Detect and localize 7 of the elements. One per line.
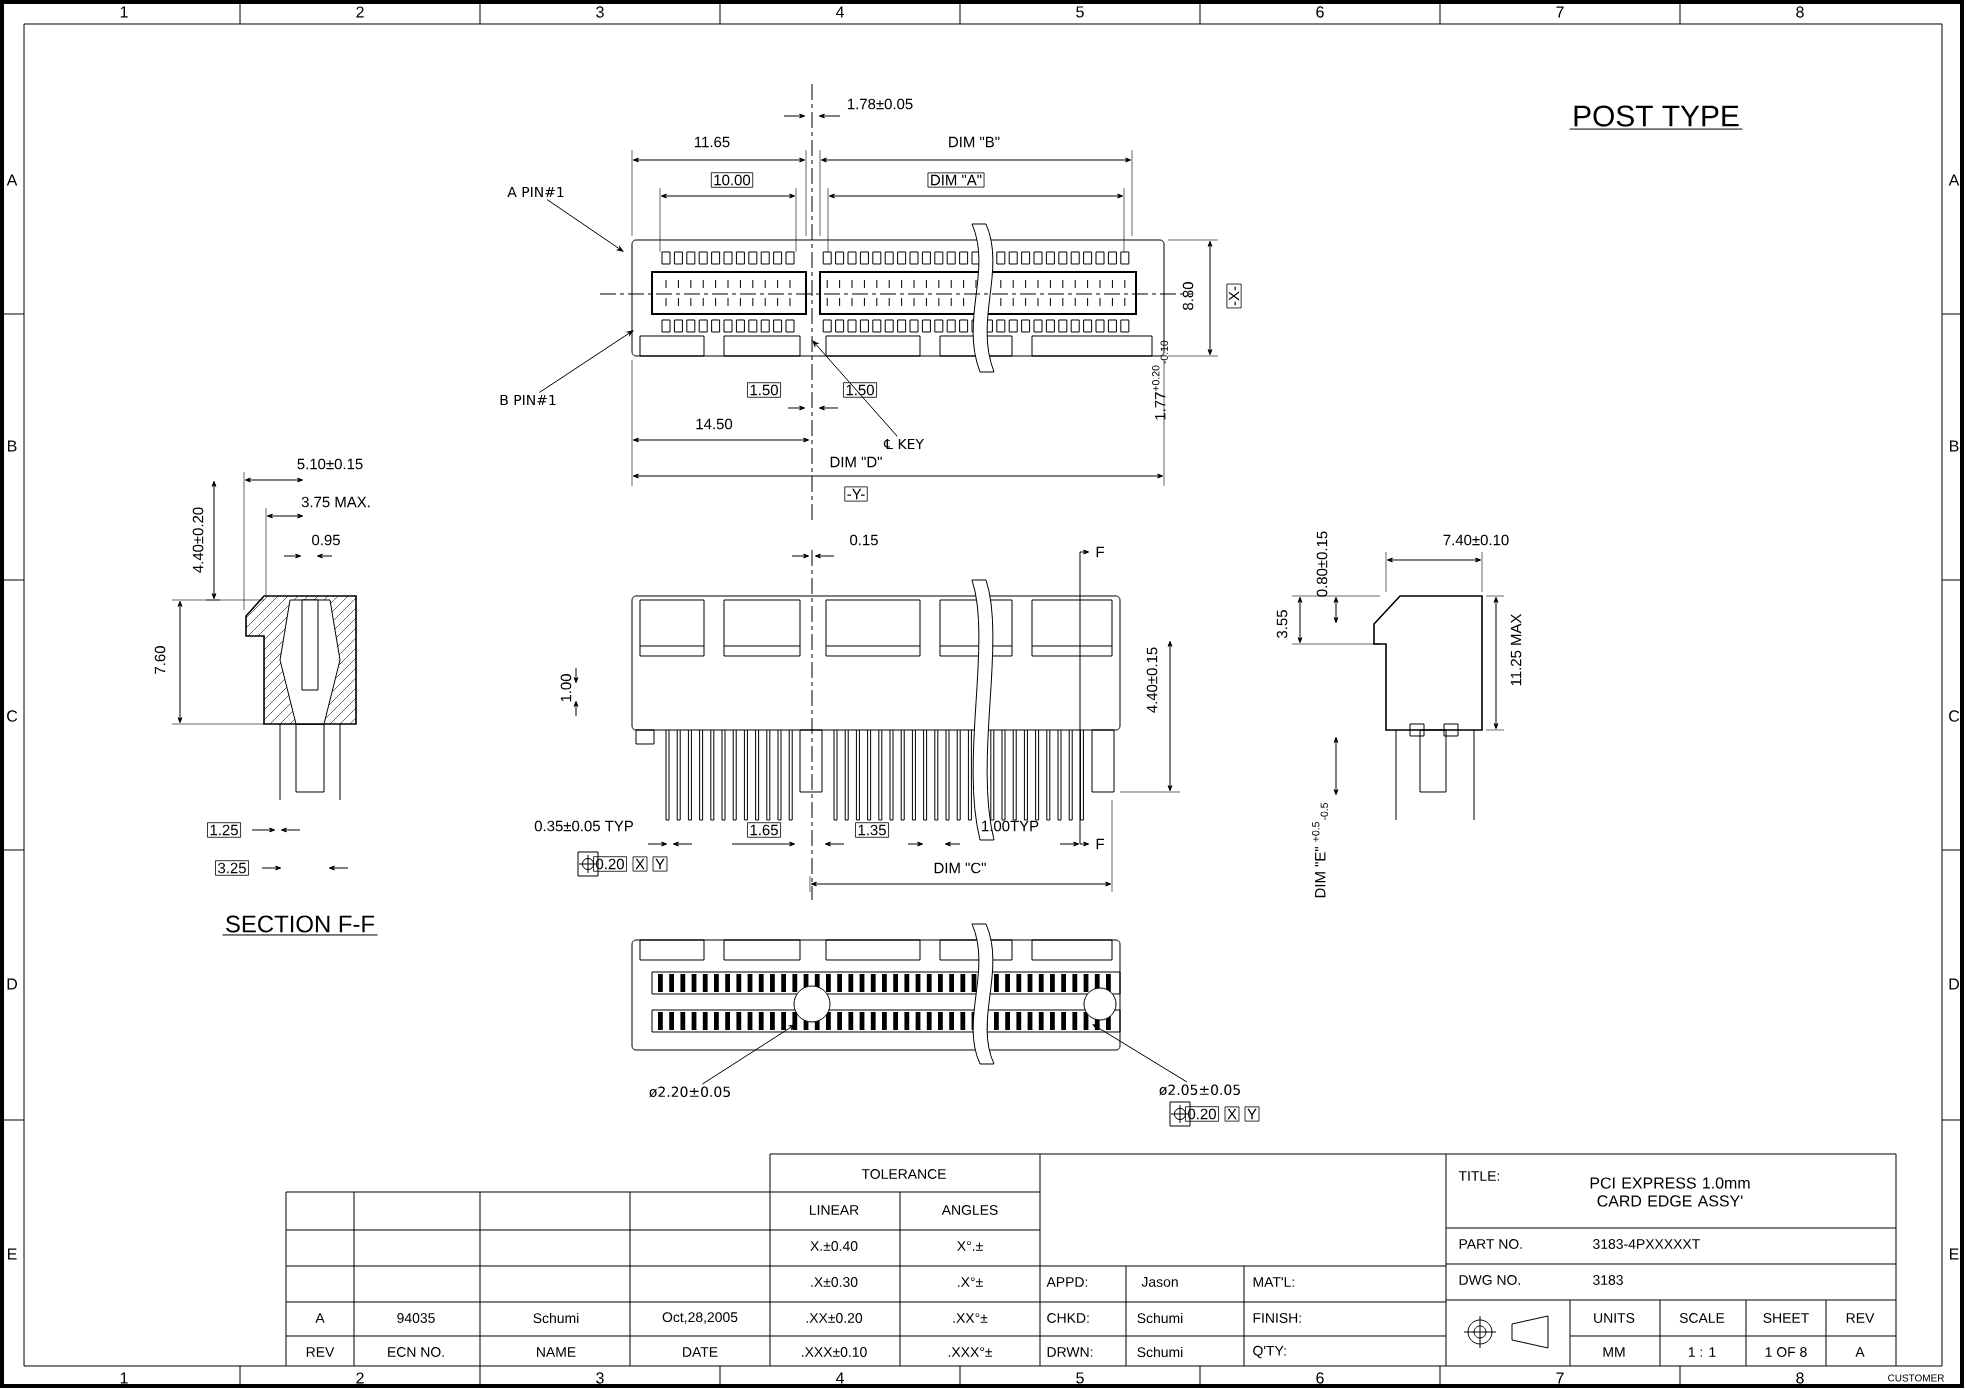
title: POST TYPE [1569, 105, 1743, 130]
leader-line [1092, 1024, 1188, 1083]
leader-line [539, 330, 634, 393]
leader-line [546, 199, 624, 252]
section-label: SECTION F-F [221, 915, 379, 936]
leader-line [812, 340, 898, 437]
leader-line [701, 1024, 796, 1085]
